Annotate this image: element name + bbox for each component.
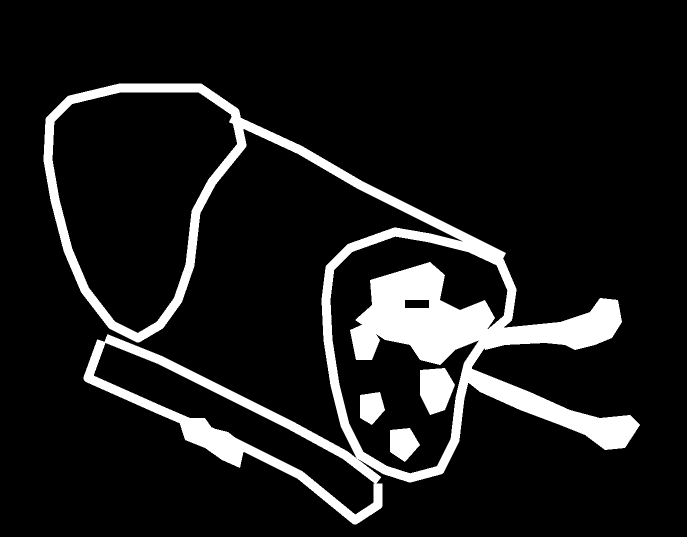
cylinder-bottom-edge: [104, 334, 382, 485]
cap-texture: [350, 262, 495, 462]
lower-stick: [465, 368, 640, 450]
upper-stick: [480, 298, 622, 350]
cylinder-top-edge: [229, 114, 507, 262]
cap-ring: [321, 227, 517, 483]
base-plate: [83, 339, 383, 525]
cylinder-left-end: [43, 83, 247, 343]
base-smudge: [178, 418, 245, 468]
